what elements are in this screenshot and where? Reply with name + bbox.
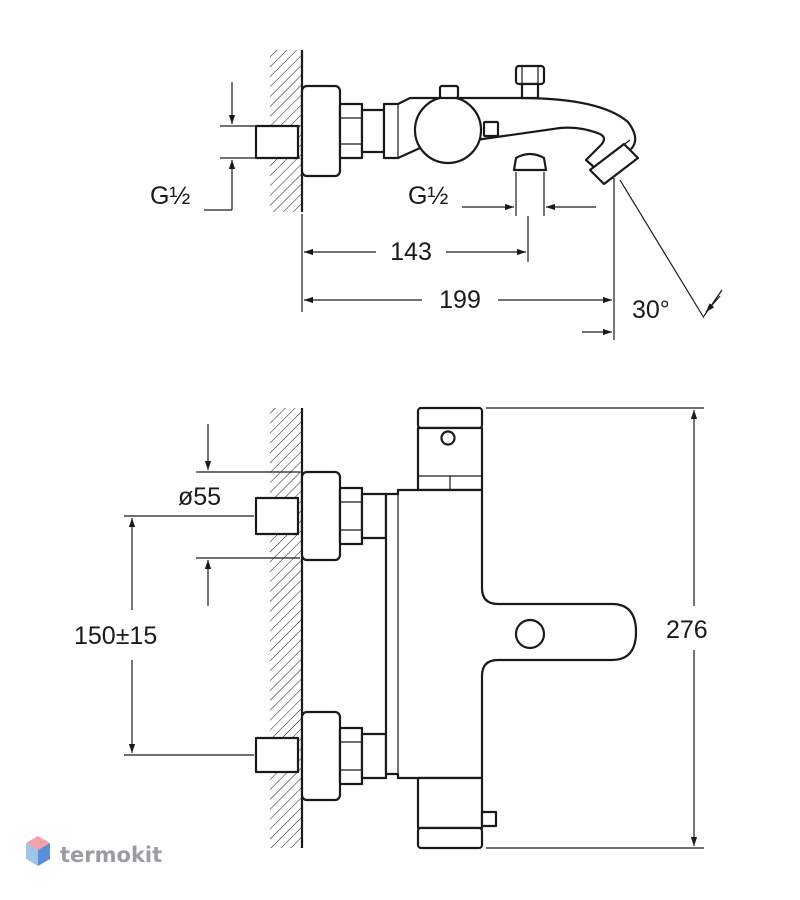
dim-199: 199 [304,178,615,340]
inlet-pipe-upper [254,496,300,536]
connector-nut-top [338,102,364,160]
wall-flange-lower [300,710,342,802]
spout-outlet-front [514,618,546,650]
height-label: 276 [666,616,708,644]
diameter-label: ø55 [178,483,221,511]
dim-143: 143 [301,214,529,312]
bottom-outlet-top [512,152,548,172]
knob-cap-top [438,84,460,100]
brand-name: termokit [60,843,162,867]
dim-143-label: 143 [390,238,432,266]
wall-flange-top [300,84,342,178]
handle-top-cap [416,406,484,430]
handle-indicator-top [440,430,456,446]
dim-height: 276 [486,407,708,849]
logo-left-face [26,843,38,866]
thermostat-knob-top [413,95,483,165]
brand-logo: termokit [26,836,162,867]
dim-diameter: ø55 [178,424,300,606]
wall-flange-upper [300,470,342,562]
inlet-pipe-lower [254,736,300,774]
dim-thread-right: G½ [408,172,596,216]
front-view: ø55 150±15 276 [74,406,708,850]
dim-angle-30: 30° [582,179,723,336]
connector-body-top [360,108,386,154]
dim-thread-left: G½ [150,82,300,211]
inlet-pipe-top [254,124,300,160]
thread-label-left: G½ [150,182,190,210]
angle-label: 30° [632,296,670,324]
stop-button-top [482,120,500,138]
dim-spacing: 150±15 [74,515,254,756]
thread-label-right: G½ [408,182,448,210]
connector-nut-lower [338,726,364,786]
diverter-stem [520,82,540,100]
mixer-body-front [384,488,638,780]
connector-body-lower [360,732,388,780]
stop-button-bottom [480,810,498,828]
connector-body-upper [360,492,388,540]
handle-bottom-cap [416,826,484,850]
top-view: G½ G½ 143 199 [150,50,723,340]
wall-hatch-front [270,408,302,848]
diverter-cap [514,64,546,86]
connector-nut-upper [338,486,364,546]
dim-199-label: 199 [439,286,481,314]
spacing-label: 150±15 [74,622,157,650]
handle-bottom-body [416,776,484,830]
logo-right-face [38,843,50,866]
